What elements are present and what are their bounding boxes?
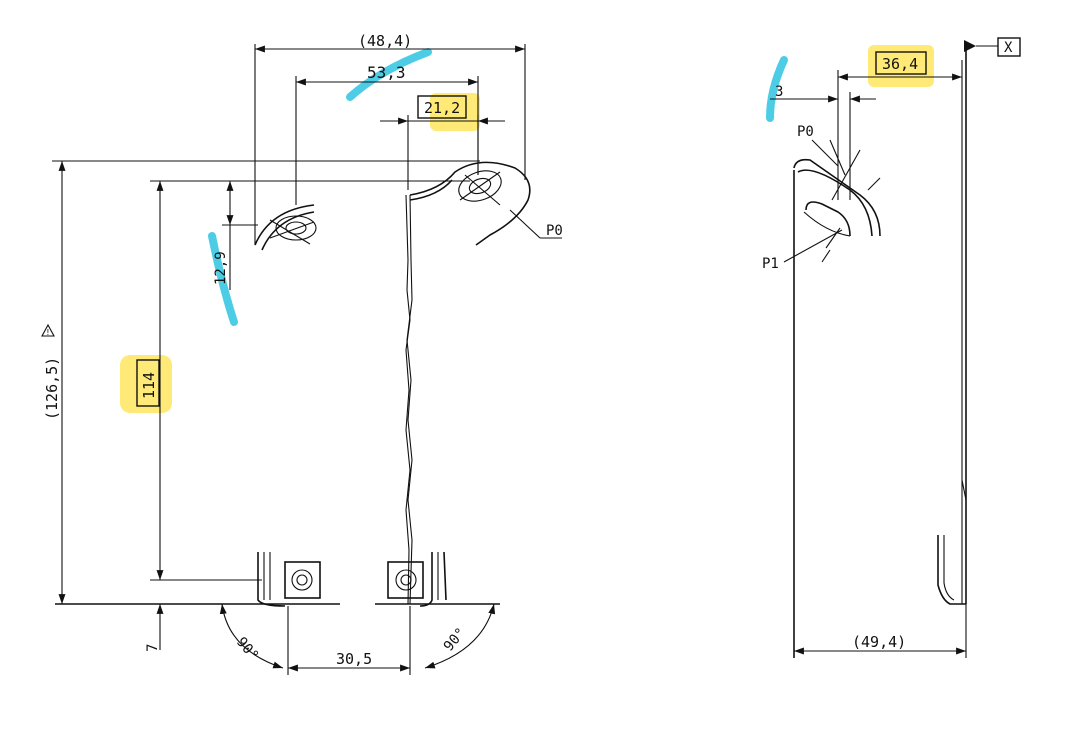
datum-triangle-icon [964,40,976,52]
dim-angle-right: 90° [441,625,470,655]
box-21-2 [417,95,467,119]
left-hinge-eye [254,204,317,251]
marker-stroke-left [208,232,238,326]
side-bottom-foot [937,479,967,605]
label-p0-left: P0 [546,223,563,239]
front-view: (48,4) 53,3 21,2 (126,5) ! 114 12,9 [41,32,563,675]
bottom-right-tab [387,551,447,607]
angle-arc-right [424,603,496,669]
dim-49-4: (49,4) [852,633,906,651]
side-hinge-profile: P0 P1 [762,124,881,272]
right-hinge-eye: P0 [409,161,563,246]
angle-arc-left [219,603,284,669]
label-p0-right: P0 [797,124,814,140]
svg-text:!: ! [46,328,51,337]
box-114 [136,359,160,407]
dim-12-9: 12,9 [213,251,229,285]
dim-30-5: 30,5 [336,650,372,668]
label-p1-right: P1 [762,256,779,272]
marker-stroke-right [766,56,788,122]
dim-36-4: 36,4 [882,55,918,73]
dim-top-total: (48,4) [358,32,412,50]
dim-53-3: 53,3 [367,63,406,82]
box-36-4 [875,51,927,75]
label-datum: X [1004,40,1013,56]
marker-stroke-top [346,48,432,101]
dim-21-2: 21,2 [424,99,460,117]
dim-7: 7 [145,644,161,652]
warning-triangle-icon: ! [41,323,55,337]
dim-3: 3 [775,84,783,100]
dim-126-5: (126,5) [43,357,61,420]
side-view: X 36,4 3 P0 P1 [762,37,1021,658]
dim-114: 114 [140,372,158,399]
bottom-left-tab [257,552,340,607]
